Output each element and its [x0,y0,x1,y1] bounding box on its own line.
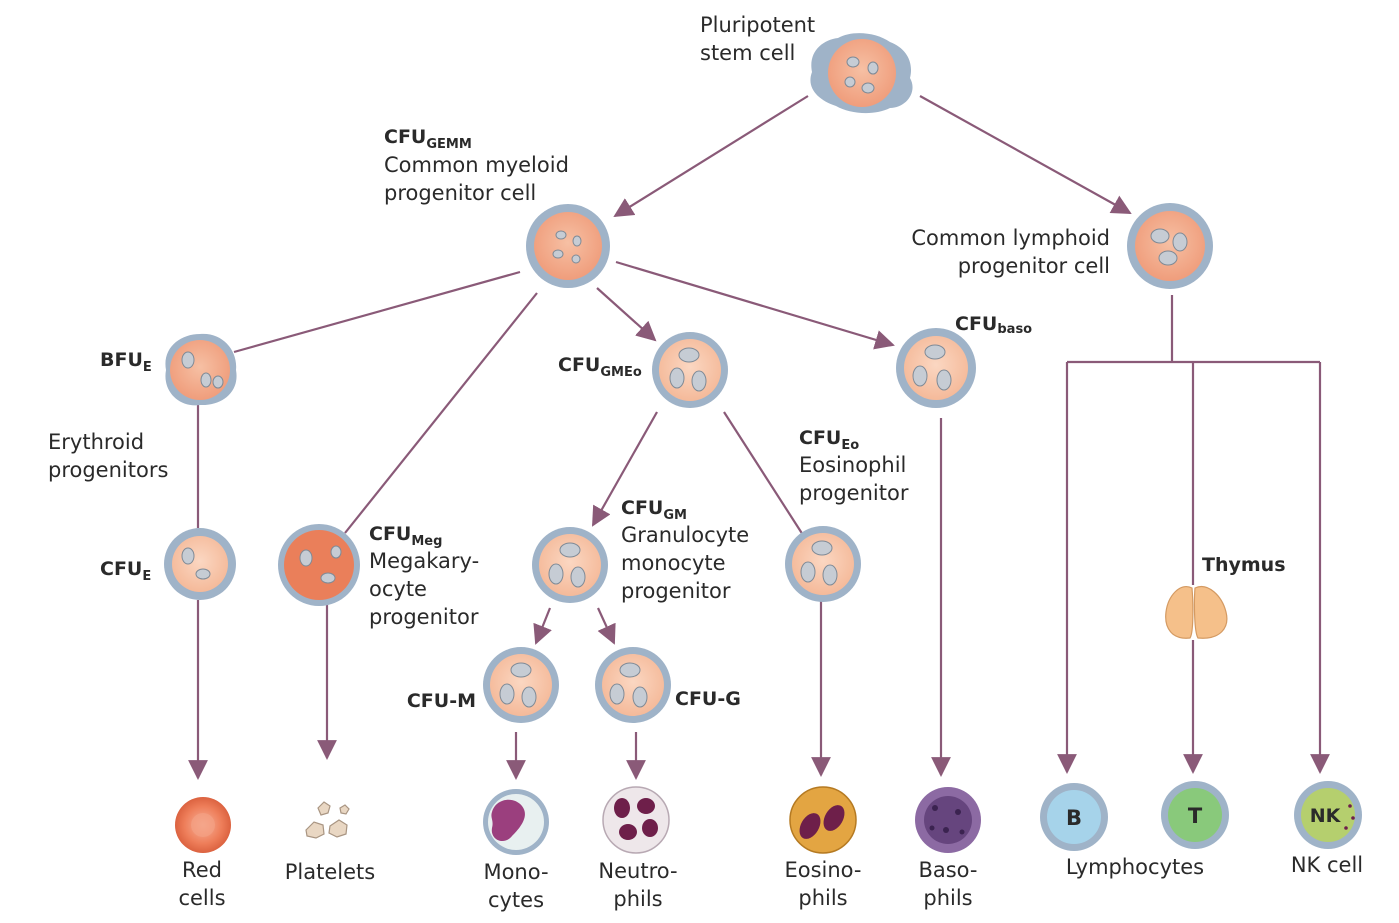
granulocyte-line1: Granulocyte [621,523,749,547]
cfugm-sub: GM [663,508,687,523]
cfugmeo-sub: GMEo [600,365,641,380]
cfu-gemm-sub: GEMM [426,137,471,152]
bfu-e-label: BFUE [100,349,152,375]
cfu-gemm-cell [526,204,610,288]
bfu-sub: E [143,360,152,375]
neutrophils-caption-line2: phils [613,887,662,911]
cfu-e-cell [164,528,236,600]
platelets-caption: Platelets [285,860,375,884]
cfu-gm-cell [532,527,608,603]
pluripotent-stem-cell [810,33,913,114]
cfu-eo-cell [785,526,861,602]
cfu-gmeo-label: CFUGMEo [558,354,642,380]
monocytes-caption-line1: Mono- [483,860,548,884]
common-lymphoid-line2: progenitor cell [958,254,1110,278]
megakaryocyte-line3: progenitor [369,605,479,629]
cfu-meg-label: CFUMeg [369,523,442,549]
eosinophil-cell [789,786,857,854]
nk-cell-caption: NK cell [1291,853,1363,877]
cfu-g-cell [595,647,671,723]
monocytes-caption-line2: cytes [488,888,544,912]
erythroid-line2: progenitors [48,458,168,482]
neutrophils-caption-line1: Neutro- [598,859,677,883]
bfu-e-cell [165,333,237,406]
pluripotent-label-line2: stem cell [700,41,795,65]
cfumeg-main: CFU [369,523,411,545]
pluripotent-label-line1: Pluripotent [700,13,815,37]
platelets-icon [305,801,350,839]
common-myeloid-line1: Common myeloid [384,153,569,177]
neutrophil-cell [602,786,670,854]
granulocyte-line2: monocyte [621,551,726,575]
thymus-organ [1165,586,1228,639]
basophil-cell [915,787,981,853]
eosinophils-caption-line2: phils [798,886,847,910]
nk-cell: NK [1294,781,1362,849]
cfu-m-label: CFU-M [407,690,476,712]
bfu-main: BFU [100,349,143,371]
basophils-caption-line1: Baso- [918,858,977,882]
cfueo-sub: Eo [841,438,859,453]
megakaryocyte-line1: Megakary- [369,549,479,573]
cfue-main: CFU [100,558,142,580]
lymphocytes-caption: Lymphocytes [1066,855,1204,879]
monocyte-cell [483,789,549,855]
cfubaso-sub: baso [997,322,1032,337]
granulocyte-line3: progenitor [621,579,731,603]
common-lymphoid-line1: Common lymphoid [911,226,1110,250]
nk-cell-badge: NK [1310,805,1342,827]
cfu-gmeo-cell [652,332,728,408]
b-lymphocyte-cell: B [1040,783,1108,851]
cfu-baso-label: CFUbaso [955,313,1032,337]
cfu-gm-label: CFUGM [621,497,687,523]
common-lymphoid-cell [1127,203,1213,289]
megakaryocyte-line2: ocyte [369,577,427,601]
cfueo-main: CFU [799,427,841,449]
erythroid-line1: Erythroid [48,430,144,454]
cfu-m-cell [483,647,559,723]
cfu-baso-cell [896,328,976,408]
basophils-caption-line2: phils [923,886,972,910]
cfue-sub: E [142,569,151,584]
eosinophil-prog-line2: progenitor [799,481,909,505]
b-cell-label: B [1066,806,1082,830]
cfubaso-main: CFU [955,313,997,335]
red-cells-caption-line2: cells [178,886,225,910]
thymus-label: Thymus [1202,554,1286,576]
red-cell [175,797,231,853]
red-cells-caption-line1: Red [182,858,222,882]
eosinophil-prog-line1: Eosinophil [799,453,906,477]
connector-lines [188,95,1330,780]
common-myeloid-line2: progenitor cell [384,181,536,205]
cfu-g-label: CFU-G [675,688,741,710]
cfu-gemm-main: CFU [384,126,426,148]
cfugmeo-main: CFU [558,354,600,376]
cfu-gemm-label: CFUGEMM [384,126,472,152]
cfu-eo-label: CFUEo [799,427,859,453]
cfu-meg-cell [278,524,360,606]
t-lymphocyte-cell: T [1161,781,1229,849]
cfugm-main: CFU [621,497,663,519]
cfu-e-label: CFUE [100,558,151,584]
eosinophils-caption-line1: Eosino- [784,858,861,882]
cfumeg-sub: Meg [411,534,442,549]
t-cell-label: T [1188,804,1203,828]
